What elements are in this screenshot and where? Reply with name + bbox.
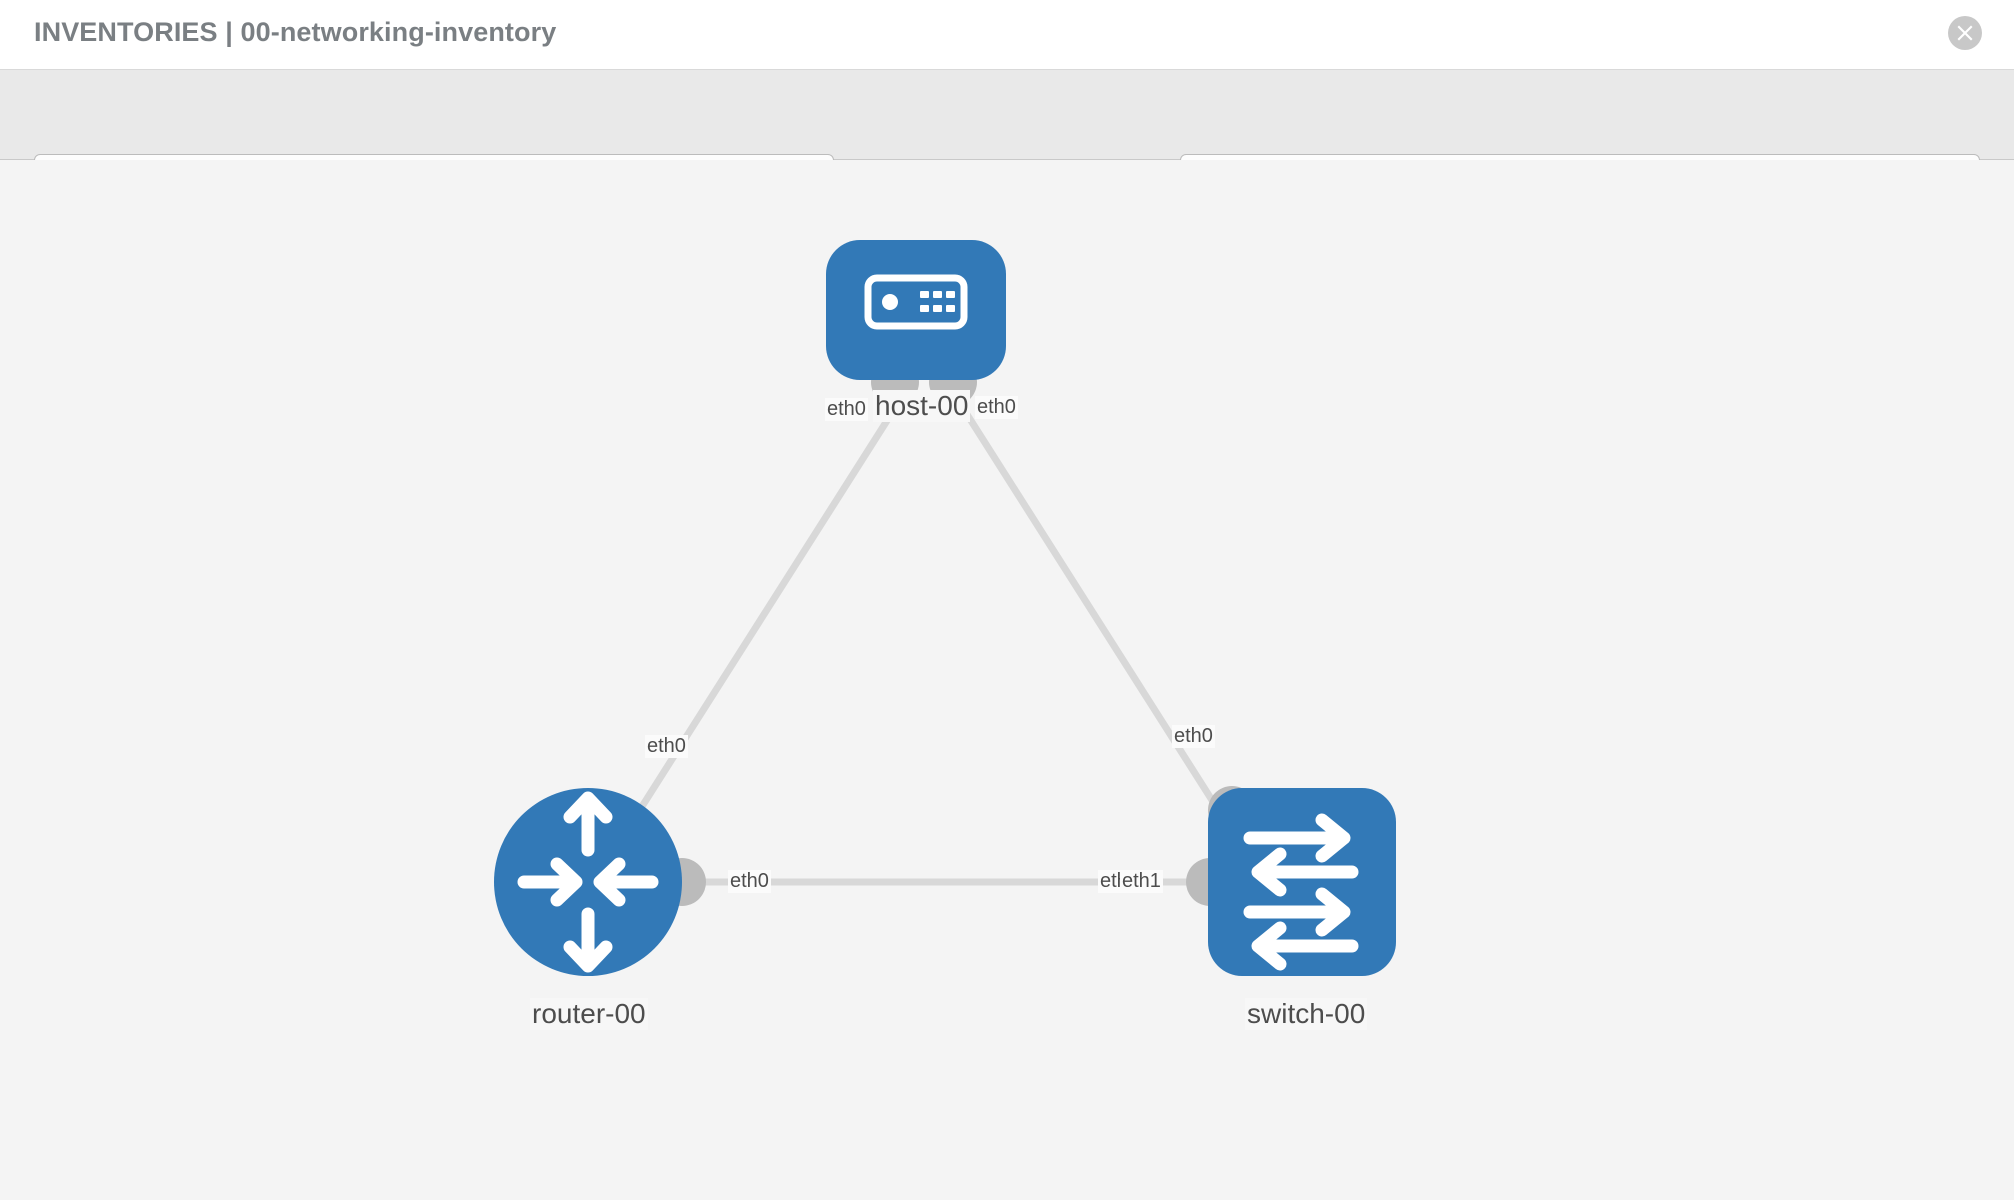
topology-canvas[interactable]: eth0 eth0 eth0 eth0 eth0 eth0 eth1 host-…	[0, 160, 2014, 1200]
node-switch-00	[1208, 788, 1396, 976]
router-icon	[517, 791, 659, 973]
server-icon	[864, 274, 968, 330]
node-label-router-00: router-00	[530, 998, 648, 1030]
link-host-router	[605, 373, 919, 862]
node-router-00	[494, 788, 682, 976]
page-header: INVENTORIES | 00-networking-inventory	[0, 0, 2014, 70]
topology-graph	[494, 240, 1396, 976]
node-label-host-00: host-00	[873, 390, 971, 422]
toolbar: ACTIONS SEARCH	[0, 70, 2014, 206]
edge-label: eth0	[975, 396, 1018, 419]
close-icon[interactable]	[1948, 16, 1982, 50]
link-host-switch	[939, 373, 1253, 862]
page-title: INVENTORIES | 00-networking-inventory	[34, 17, 557, 47]
edge-label: eth0	[825, 398, 868, 421]
node-host-00	[826, 240, 1006, 380]
node-label-switch-00: switch-00	[1245, 998, 1368, 1030]
edge-label: eth0	[1172, 725, 1215, 748]
edge-label: eth0	[728, 870, 771, 893]
switch-icon	[1243, 813, 1359, 971]
edge-label: eth0	[645, 735, 688, 758]
topology-links	[605, 373, 1253, 886]
edge-label: eth1	[1120, 870, 1163, 893]
topology-ports	[658, 358, 1256, 906]
